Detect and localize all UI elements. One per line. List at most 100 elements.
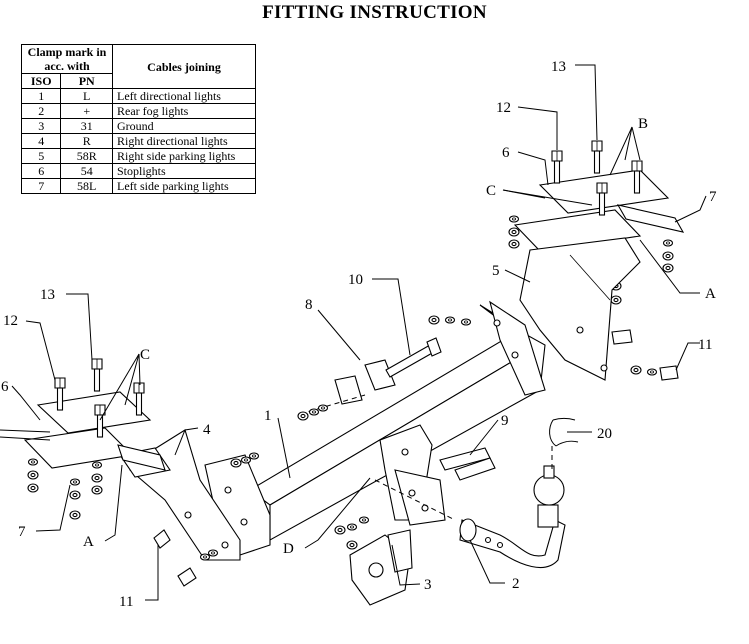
right-clamp-strip [616, 204, 685, 233]
left-lower-plate [23, 427, 134, 469]
callout-labels: 13 12 B 6 C 7 5 A 10 8 11 13 12 C 6 1 4 … [1, 59, 717, 610]
tow-arm-end [459, 518, 477, 542]
nut-right [508, 227, 520, 237]
arm-hole [221, 541, 229, 549]
callout-4: 4 [203, 422, 211, 438]
washer-left [27, 458, 39, 466]
tow-arm-hole [484, 536, 492, 544]
ball-mount-bracket [374, 424, 496, 526]
right-lower-plate [513, 209, 642, 252]
socket-mount-tab [387, 529, 413, 573]
callout-1: 1 [264, 408, 272, 424]
right-end-plate [489, 300, 546, 396]
pn-cell: 58R [60, 148, 113, 164]
bolt-11-right [659, 365, 679, 381]
ball-cover-20 [549, 418, 579, 447]
callout-6-right: 6 [502, 145, 510, 161]
arm-hole [184, 511, 192, 519]
callout-12-left: 12 [3, 313, 18, 329]
bracket-hole [401, 448, 409, 456]
callout-13-right: 13 [551, 59, 566, 75]
arm-edge [569, 254, 611, 301]
clamp-mark-header: Clamp mark in acc. with [21, 44, 113, 74]
callout-6-left: 6 [1, 379, 9, 395]
callout-a-right: A [705, 286, 716, 302]
bolt-10 [385, 337, 442, 378]
washer-8 [308, 408, 320, 416]
end-plate-hole [511, 351, 519, 359]
callout-c-left: C [140, 347, 150, 363]
washer-right-end [444, 316, 456, 324]
washer-right-end [460, 318, 472, 326]
washer-8 [317, 404, 329, 412]
nut-right [610, 295, 622, 305]
tow-ball-cap [543, 465, 555, 479]
cable-cell: Right side parking lights [112, 148, 256, 164]
callout-9: 9 [501, 413, 509, 429]
callout-13-left: 13 [40, 287, 55, 303]
right-side-arm [519, 237, 641, 381]
nut-ball-mount [334, 525, 346, 535]
washer-left [91, 461, 103, 469]
washer-right [662, 239, 674, 247]
tow-ball-arm [459, 465, 566, 569]
bracket-hole [408, 489, 416, 497]
spacer-8b [364, 359, 396, 391]
left-mounting-plate-assembly [23, 358, 166, 520]
tow-arm-hole [496, 541, 504, 549]
washer-11-left [207, 549, 219, 557]
washer-left-end [248, 452, 260, 460]
socket-hole [368, 562, 384, 578]
iso-cell: 4 [20, 133, 62, 149]
nut-left [91, 485, 103, 495]
bolt-13-left [91, 358, 103, 392]
clamp-mark-table: Clamp mark in acc. with Cables joining I… [20, 44, 256, 194]
ball-mount-lower-plate [394, 469, 446, 526]
leader-lines [0, 64, 707, 601]
pn-header: PN [60, 73, 113, 89]
nut-left [27, 470, 39, 480]
callout-11-right: 11 [698, 337, 712, 353]
arm-hole [576, 326, 584, 334]
end-plate-hole [240, 518, 248, 526]
nut-left [69, 510, 81, 520]
spacer-8a [334, 375, 363, 405]
nut-8 [297, 411, 309, 421]
table-row: 2+Rear fog lights [20, 103, 256, 119]
bolt-9b [454, 457, 496, 481]
callout-20: 20 [597, 426, 612, 442]
washer-left-end [240, 456, 252, 464]
left-top-plate [36, 391, 152, 434]
callout-d: D [283, 541, 294, 557]
end-plate-hole [224, 486, 232, 494]
cable-cell: Left side parking lights [112, 178, 256, 194]
washer-11-right [646, 368, 658, 376]
tow-neck [537, 504, 559, 528]
nut-right [662, 263, 674, 273]
bolt-right-side [611, 329, 633, 345]
nut-left [27, 483, 39, 493]
callout-c-right: C [486, 183, 496, 199]
nut-right [662, 251, 674, 261]
tow-ball [533, 474, 565, 506]
left-clamp-strip [117, 444, 166, 471]
washer-ball-mount [358, 516, 370, 524]
cable-cell: Rear fog lights [112, 103, 256, 119]
callout-2: 2 [512, 576, 520, 592]
callout-3: 3 [424, 577, 432, 593]
callout-a-left: A [83, 534, 94, 550]
nut-left [91, 473, 103, 483]
nut-right-end [428, 315, 440, 325]
tow-arm-body [459, 519, 566, 569]
callout-7-left: 7 [18, 524, 26, 540]
callout-11-left: 11 [119, 594, 133, 610]
callout-10: 10 [348, 272, 363, 288]
callout-5: 5 [492, 263, 500, 279]
callout-b: B [638, 116, 648, 132]
table-subheader-row: ISO PN [20, 73, 256, 89]
bolt-12-right [551, 150, 563, 184]
